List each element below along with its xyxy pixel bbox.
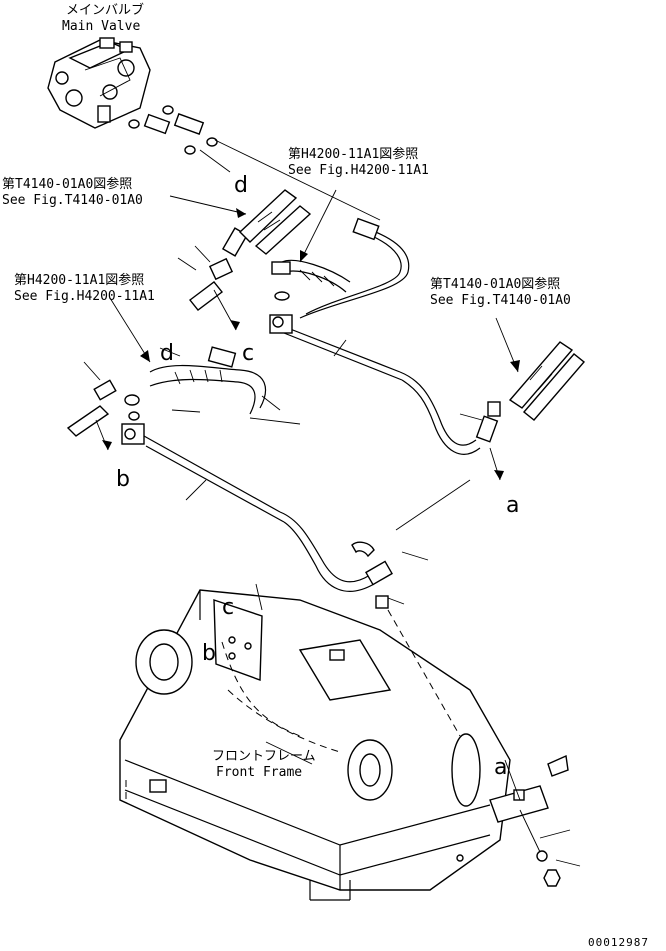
top-hose-bundle [238, 189, 312, 255]
ref4-label-jp: 第T4140-01A0図参照 [430, 276, 560, 292]
letter-c-mid: c [242, 341, 254, 366]
lower-pipe [121, 423, 393, 592]
ref1-label-jp: 第H4200-11A1図参照 [288, 146, 418, 162]
letter-b-frame: b [202, 641, 216, 666]
clamp-parts [351, 541, 389, 609]
ref3-label-jp: 第H4200-11A1図参照 [14, 272, 144, 288]
connector-c [189, 227, 249, 331]
letter-a-right: a [506, 493, 519, 518]
ref4-label-en: See Fig.T4140-01A0 [430, 293, 571, 308]
right-fittings [475, 401, 504, 481]
ref3-label-en: See Fig.H4200-11A1 [14, 289, 155, 304]
ref1-label-en: See Fig.H4200-11A1 [288, 163, 429, 178]
front-frame-label-en: Front Frame [216, 765, 302, 780]
front-frame [119, 589, 569, 901]
upper-pipe [269, 217, 481, 455]
letter-d-mid: d [160, 341, 174, 366]
valve-fittings [128, 105, 381, 221]
drawing-number: 00012987 [588, 936, 649, 949]
front-frame-label-jp: フロントフレーム [212, 749, 316, 764]
ref2-label-jp: 第T4140-01A0図参照 [2, 176, 132, 192]
letter-d-top: d [234, 173, 248, 198]
main-valve-label-en: Main Valve [62, 19, 140, 34]
ref2-label-en: See Fig.T4140-01A0 [2, 193, 143, 208]
letter-a-frame: a [494, 755, 507, 780]
letter-b-left: b [116, 467, 130, 492]
connector-b [66, 379, 117, 451]
letter-c-frame: c [222, 595, 234, 620]
main-valve [47, 37, 151, 129]
leader-lines [83, 189, 581, 867]
middle-hose [124, 346, 267, 421]
right-hose-bundle [508, 341, 586, 421]
upper-hose [271, 259, 351, 301]
main-valve-label-jp: メインバルブ [66, 2, 144, 18]
